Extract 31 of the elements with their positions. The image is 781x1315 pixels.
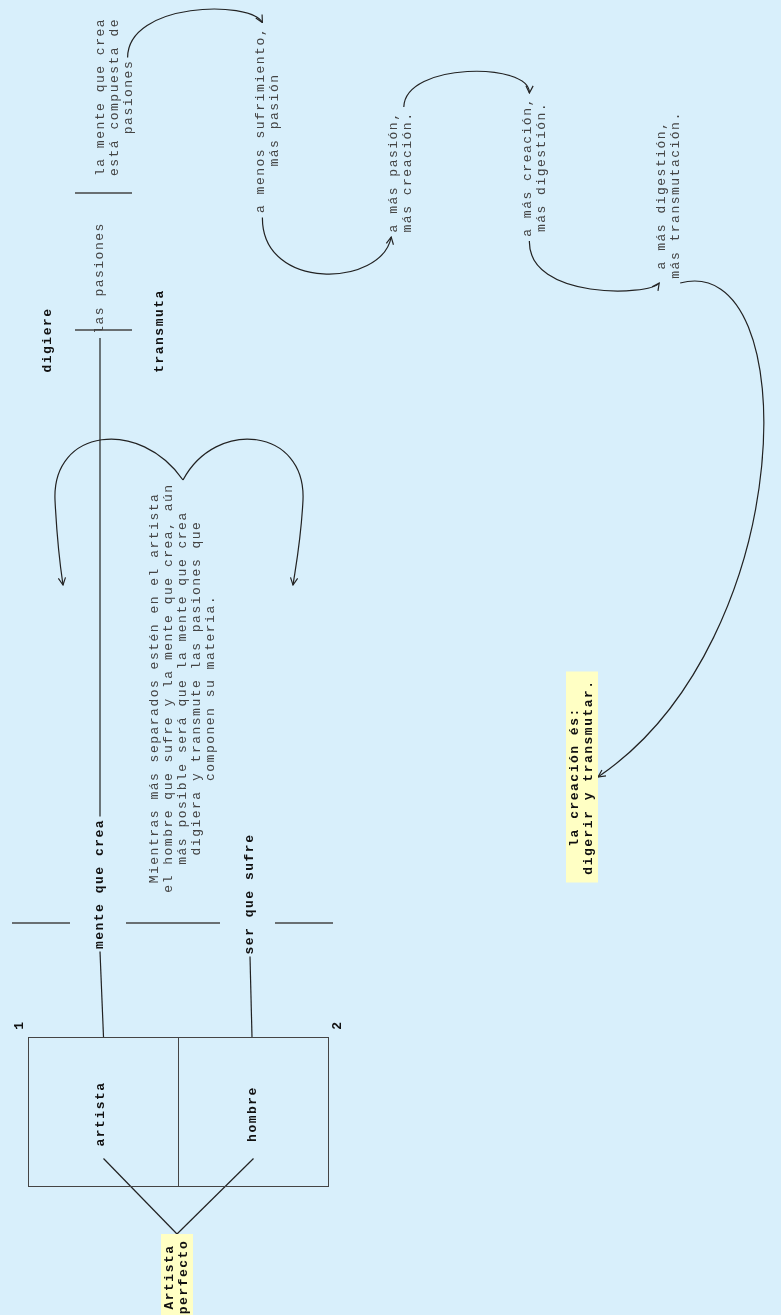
curved-arrow [403, 70, 532, 108]
term-label: las pasiones [93, 218, 107, 338]
corner-number: 2 [331, 1019, 345, 1032]
paragraph: Mientras más separados estén en el artista el hombre que sufre y la mente que crea, aún más posible será que la mente que crea digiera y transmute las pasiones que componen su materia. [148, 480, 218, 896]
curved-arrow [182, 438, 304, 586]
connector-line [249, 955, 253, 1038]
statement-text: a más digestión, más transmutación. [655, 107, 683, 283]
verb-label: digiere [41, 306, 55, 375]
curved-arrow [597, 282, 765, 778]
highlighted-term: Artista perfecto [161, 1234, 193, 1315]
curved-arrow [54, 438, 184, 586]
statement-text: a menos sufrimiento, más pasión [254, 22, 282, 218]
box [178, 1037, 329, 1187]
verb-label: transmuta [153, 288, 167, 375]
conclusion-text: la creación és: digerir y transmutar. [566, 671, 598, 883]
box-label: hombre [246, 1085, 260, 1144]
connector-line [102, 1157, 178, 1235]
connector-line [99, 337, 101, 818]
statement-text: a más pasión, más creación. [387, 107, 415, 237]
box [28, 1037, 179, 1187]
connector-line [176, 1157, 255, 1235]
corner-number: 1 [13, 1019, 27, 1032]
term-label: ser que sufre [243, 831, 257, 957]
curved-arrow [261, 216, 393, 275]
curved-arrow [528, 240, 660, 292]
statement-text: a más creación, más digestión. [521, 93, 549, 241]
term-label: mente que crea [93, 816, 107, 952]
statement-text: la mente que crea está compuesta de pasiones [94, 11, 136, 183]
connector-line [99, 950, 105, 1038]
curved-arrow [127, 8, 263, 58]
box-label: artista [94, 1080, 108, 1149]
